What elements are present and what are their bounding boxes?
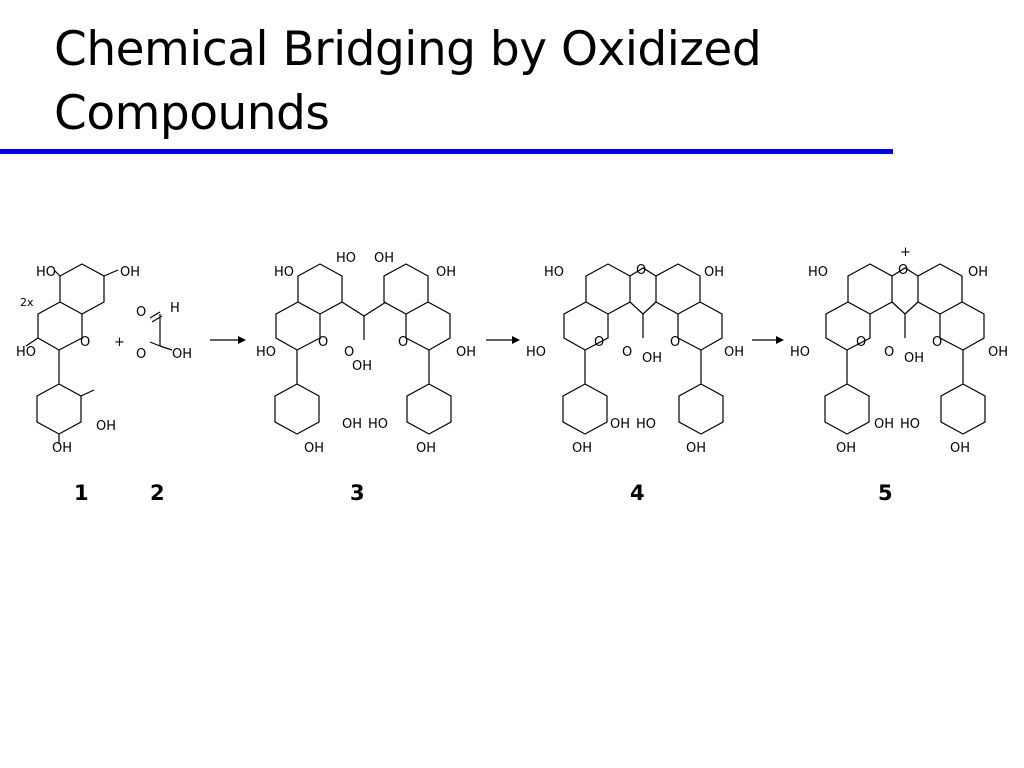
c5-oh-bottom-right: OH bbox=[950, 441, 970, 456]
c3-oh-bottom-right: OH bbox=[416, 441, 436, 456]
c4-acid-o: O bbox=[622, 345, 632, 360]
compound-3-structure bbox=[274, 263, 452, 435]
compound-number-1: 1 bbox=[74, 481, 89, 505]
compound-number-3: 3 bbox=[350, 481, 365, 505]
compound-2-structure bbox=[149, 311, 173, 351]
c4-oh-bottom-right: OH bbox=[686, 441, 706, 456]
c5-oh-right: OH bbox=[988, 345, 1008, 360]
reaction-arrow-2 bbox=[486, 336, 520, 344]
c3-ho-b-right: HO bbox=[368, 417, 388, 432]
c4-ho-left: HO bbox=[526, 345, 546, 360]
c2-oh: OH bbox=[172, 347, 192, 362]
c1-oh-top: OH bbox=[120, 265, 140, 280]
slide-title: Chemical Bridging by Oxidized Compounds bbox=[54, 18, 954, 146]
c5-oh-b-left: OH bbox=[874, 417, 894, 432]
c5-bridge-o: O bbox=[898, 263, 908, 278]
c3-ho-top-mid: HO bbox=[336, 251, 356, 266]
c3-o-right: O bbox=[398, 335, 408, 350]
c4-oh-b-left: OH bbox=[610, 417, 630, 432]
c3-acid-o: O bbox=[344, 345, 354, 360]
c4-acid-oh: OH bbox=[642, 351, 662, 366]
c5-o-left: O bbox=[856, 335, 866, 350]
c1-ho-left: HO bbox=[16, 345, 36, 360]
c3-ho-left: HO bbox=[256, 345, 276, 360]
reaction-arrow-1 bbox=[210, 336, 246, 344]
c5-acid-o: O bbox=[884, 345, 894, 360]
c1-multiplier: 2x bbox=[20, 296, 34, 309]
c5-ho-top: HO bbox=[808, 265, 828, 280]
c4-o-left: O bbox=[594, 335, 604, 350]
c4-o-right: O bbox=[670, 335, 680, 350]
c1-ring-o: O bbox=[80, 335, 90, 350]
title-line-1: Chemical Bridging by Oxidized bbox=[54, 22, 762, 77]
c3-o-left: O bbox=[318, 335, 328, 350]
compound-number-4: 4 bbox=[630, 481, 645, 505]
c5-acid-oh: OH bbox=[904, 351, 924, 366]
c1-oh-mid: OH bbox=[96, 419, 116, 434]
compound-number-2: 2 bbox=[150, 481, 165, 505]
compound-5-structure bbox=[824, 263, 986, 435]
c5-ho-b-right: HO bbox=[900, 417, 920, 432]
c4-oh-bottom-left: OH bbox=[572, 441, 592, 456]
c2-o-bottom: O bbox=[136, 347, 146, 362]
c3-ho-top-left: HO bbox=[274, 265, 294, 280]
compound-1-structure bbox=[25, 263, 119, 444]
c5-oh-top: OH bbox=[968, 265, 988, 280]
title-line-2: Compounds bbox=[54, 86, 330, 141]
c3-oh-bottom-left: OH bbox=[304, 441, 324, 456]
compound-4-structure bbox=[562, 263, 724, 435]
c4-oh-top: OH bbox=[704, 265, 724, 280]
c2-h: H bbox=[170, 301, 180, 316]
compound-number-5: 5 bbox=[878, 481, 893, 505]
c4-oh-right: OH bbox=[724, 345, 744, 360]
c3-oh-right: OH bbox=[456, 345, 476, 360]
title-underline bbox=[0, 149, 893, 154]
c3-oh-b-left: OH bbox=[342, 417, 362, 432]
reaction-arrow-3 bbox=[752, 336, 784, 344]
c5-ho-left: HO bbox=[790, 345, 810, 360]
c3-oh-top-right: OH bbox=[436, 265, 456, 280]
c4-ho-top: HO bbox=[544, 265, 564, 280]
c1-oh-bottom: OH bbox=[52, 441, 72, 456]
c5-oh-bottom-left: OH bbox=[836, 441, 856, 456]
c4-bridge-o: O bbox=[636, 263, 646, 278]
c3-oh-top-mid: OH bbox=[374, 251, 394, 266]
c5-cation: + bbox=[900, 245, 911, 260]
plus-sign: + bbox=[114, 335, 125, 350]
c1-ho-top: HO bbox=[36, 265, 56, 280]
c5-o-right: O bbox=[932, 335, 942, 350]
c3-acid-oh: OH bbox=[352, 359, 372, 374]
c4-ho-b-right: HO bbox=[636, 417, 656, 432]
c2-o-top: O bbox=[136, 305, 146, 320]
